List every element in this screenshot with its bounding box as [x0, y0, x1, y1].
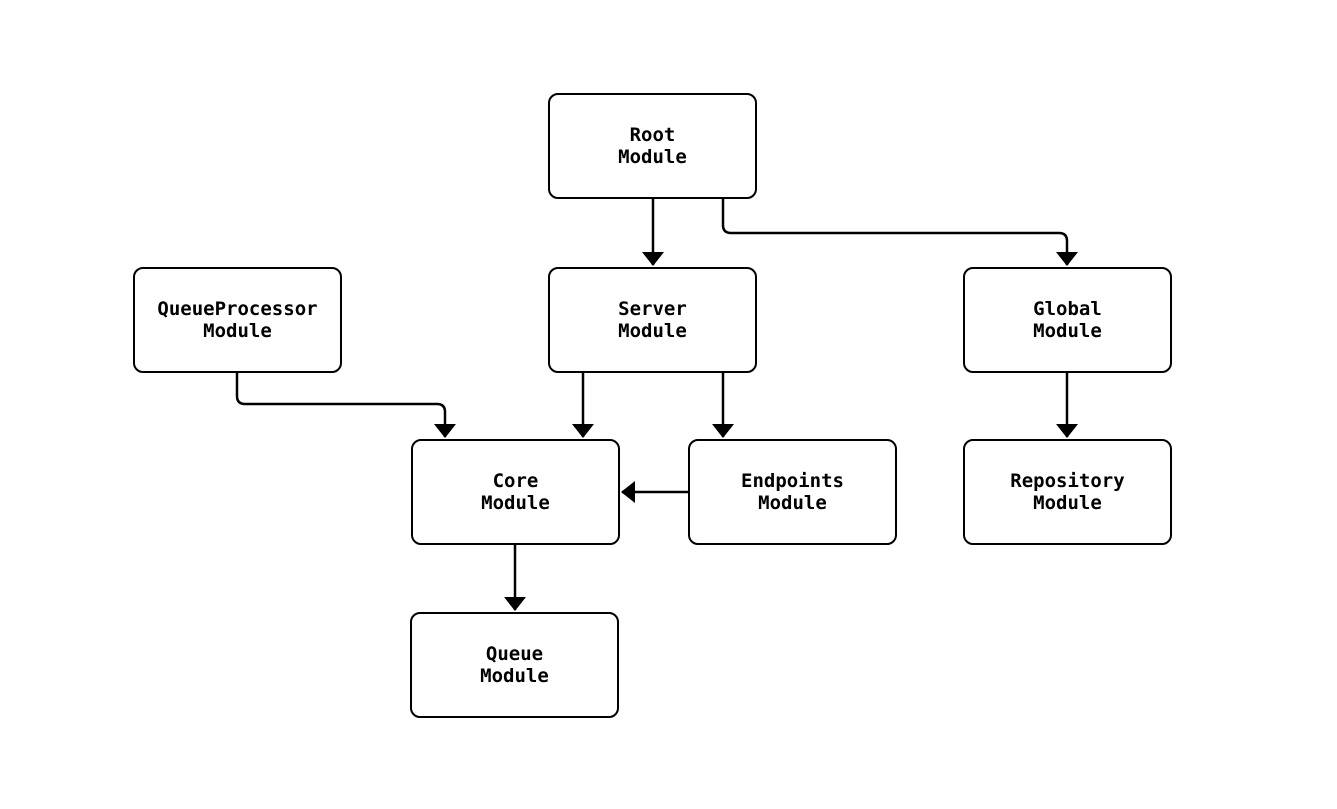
node-core-label-line-1: Core — [492, 470, 539, 492]
node-queue-label-line-2: Module — [480, 665, 549, 687]
node-repository-label-line-1: Repository — [1010, 470, 1125, 492]
node-repository-label-line-2: Module — [1033, 492, 1102, 514]
node-server-label-line-1: Server — [618, 298, 687, 320]
edge-root-to-global — [721, 199, 1078, 266]
node-queueprocessor-label-line-1: QueueProcessor — [157, 298, 318, 320]
node-server-label-line-2: Module — [618, 320, 687, 342]
node-endpoints-label-line-1: Endpoints — [741, 470, 844, 492]
node-queueprocessor-label-line-2: Module — [203, 320, 272, 342]
node-root-label-line-2: Module — [618, 146, 687, 168]
node-endpoints-label-line-2: Module — [758, 492, 827, 514]
node-core-label-line-2: Module — [481, 492, 550, 514]
node-root-label-line-1: Root — [629, 124, 676, 146]
edge-queueprocessor-to-core — [235, 373, 456, 438]
node-queue-label-line-1: Queue — [485, 643, 544, 665]
node-global-label-line-2: Module — [1033, 320, 1102, 342]
node-global-label-line-1: Global — [1033, 298, 1102, 320]
